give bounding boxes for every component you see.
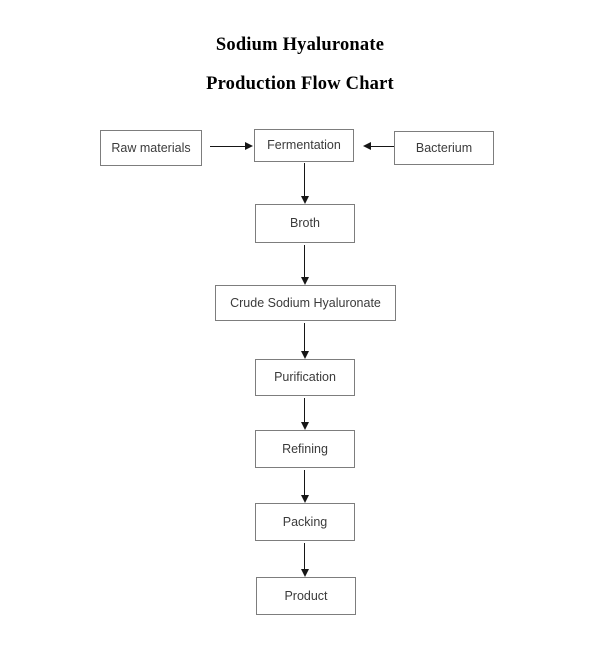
arrow-packing-to-product <box>300 543 309 577</box>
node-bacterium: Bacterium <box>394 131 494 165</box>
node-raw-materials: Raw materials <box>100 130 202 166</box>
node-broth: Broth <box>255 204 355 243</box>
node-fermentation-label: Fermentation <box>267 138 341 153</box>
node-product-label: Product <box>284 588 328 603</box>
node-purification: Purification <box>255 359 355 396</box>
node-purification-label: Purification <box>274 370 336 385</box>
node-crude-sodium-hyaluronate: Crude Sodium Hyaluronate <box>215 285 396 321</box>
node-bacterium-label: Bacterium <box>415 140 473 155</box>
node-raw-materials-label: Raw materials <box>111 140 191 155</box>
node-refining-label: Refining <box>282 441 328 456</box>
arrow-purification-to-refining <box>300 398 309 430</box>
node-fermentation: Fermentation <box>254 129 354 162</box>
chart-title: Sodium Hyaluronate Production Flow Chart <box>0 36 600 93</box>
chart-title-line-2: Production Flow Chart <box>206 73 394 94</box>
arrow-refining-to-packing <box>300 470 309 503</box>
node-refining: Refining <box>255 430 355 468</box>
arrow-broth-to-crude <box>300 245 309 285</box>
node-product: Product <box>256 577 356 615</box>
arrow-fermentation-to-broth <box>300 163 309 204</box>
chart-title-line-1: Sodium Hyaluronate <box>215 35 385 55</box>
arrow-bacterium-to-fermentation <box>363 142 406 150</box>
node-crude-sodium-hyaluronate-label: Crude Sodium Hyaluronate <box>230 295 381 310</box>
node-packing: Packing <box>255 503 355 541</box>
node-packing-label: Packing <box>282 514 328 529</box>
arrow-crude-to-purification <box>300 323 309 359</box>
arrow-raw-materials-to-fermentation <box>210 142 253 150</box>
node-broth-label: Broth <box>290 216 320 231</box>
